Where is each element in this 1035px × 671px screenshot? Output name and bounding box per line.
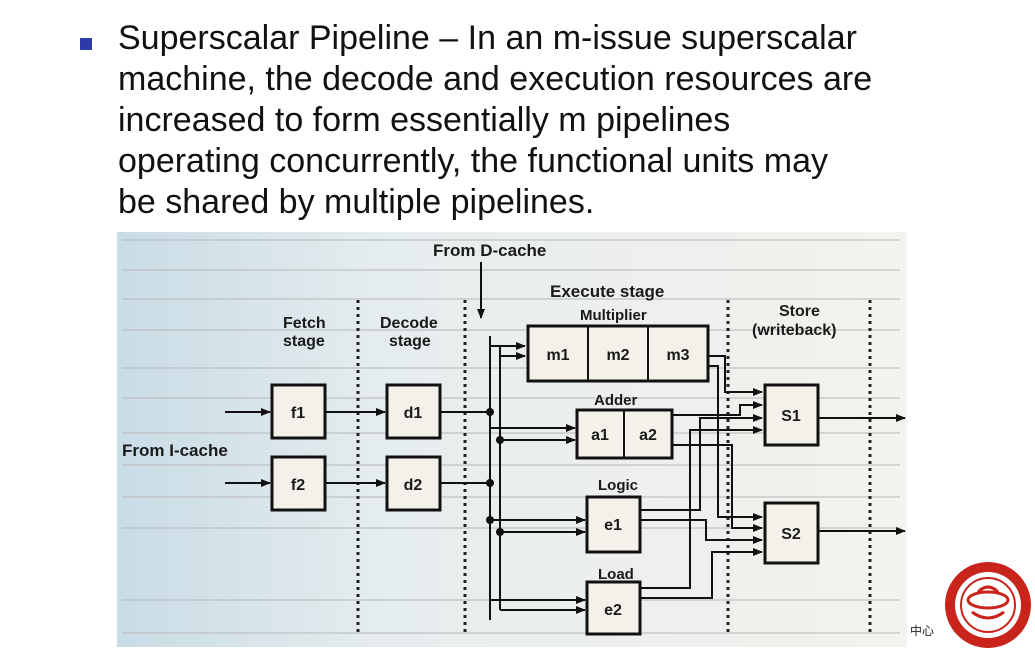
fetch-box-f1 [270, 383, 327, 440]
a2-label: a2 [639, 427, 657, 444]
footer-text: 中心 [910, 623, 934, 638]
store-box-s2 [763, 501, 820, 565]
s1-label: S1 [781, 408, 801, 425]
decode-box-d1 [385, 383, 442, 440]
s2-label: S2 [781, 526, 801, 543]
decode-box-d2 [385, 455, 442, 512]
fetch-stage-label-2: stage [283, 333, 325, 350]
bullet-line-3: increased to form essentially m pipeline… [118, 101, 731, 139]
load-label: Load [598, 566, 634, 583]
fetch-stage-label-1: Fetch [283, 315, 326, 332]
f2-label: f2 [291, 477, 305, 494]
multiplier-unit [526, 324, 710, 383]
bullet-line-1: Superscalar Pipeline – In an m-issue sup… [118, 19, 857, 57]
d1-label: d1 [404, 405, 423, 422]
store-label-2: (writeback) [752, 322, 836, 339]
store-label-1: Store [779, 303, 820, 320]
m1-label: m1 [546, 347, 569, 364]
f1-label: f1 [291, 405, 305, 422]
junction-dots [486, 408, 504, 536]
bullet-text: Superscalar Pipeline – In an m-issue sup… [118, 18, 998, 223]
d2-label: d2 [404, 477, 423, 494]
e1-label: e1 [604, 517, 622, 534]
institute-logo [945, 562, 1031, 648]
decode-stage-label-2: stage [389, 333, 431, 350]
execute-stage-label: Execute stage [550, 282, 664, 301]
bullet-line-5: be shared by multiple pipelines. [118, 183, 595, 221]
bullet-marker [80, 38, 92, 50]
m2-label: m2 [606, 347, 629, 364]
e2-label: e2 [604, 602, 622, 619]
from-icache-label: From I-cache [122, 441, 228, 460]
multiplier-label: Multiplier [580, 307, 647, 324]
logic-label: Logic [598, 477, 638, 494]
fetch-box-f2 [270, 455, 327, 512]
load-unit [585, 580, 642, 636]
logic-unit [585, 495, 642, 554]
store-box-s1 [763, 383, 820, 447]
bullet-line-2: machine, the decode and execution resour… [118, 60, 873, 98]
m3-label: m3 [666, 347, 689, 364]
a1-label: a1 [591, 427, 609, 444]
from-dcache-label: From D-cache [433, 241, 546, 260]
decode-stage-label-1: Decode [380, 315, 438, 332]
pipeline-connections [225, 336, 906, 620]
adder-label: Adder [594, 392, 638, 409]
bullet-line-4: operating concurrently, the functional u… [118, 142, 828, 180]
